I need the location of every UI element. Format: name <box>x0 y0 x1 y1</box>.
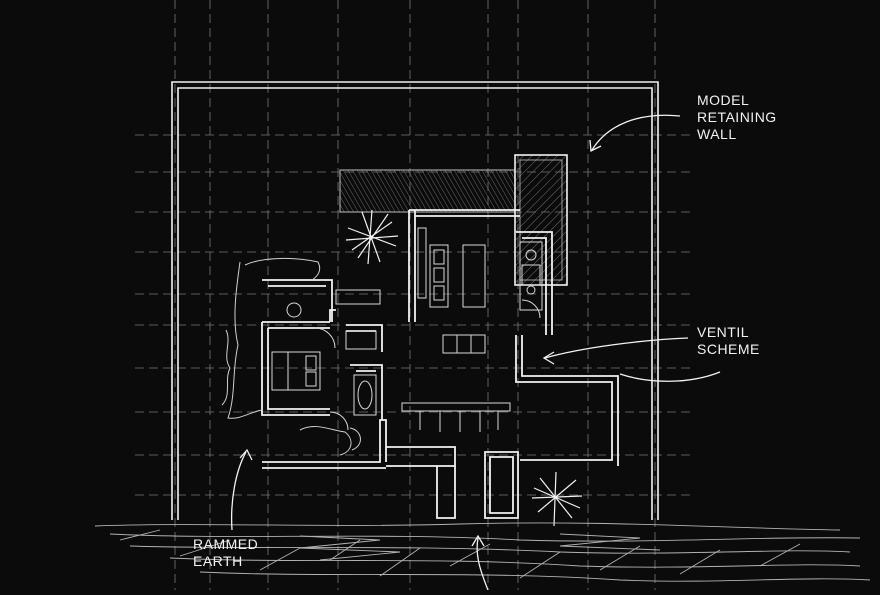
ground-scribble <box>94 522 871 582</box>
label-line: RETAINING <box>697 109 777 125</box>
label-line: EARTH <box>193 553 243 569</box>
tree-symbol <box>345 209 399 265</box>
bed-symbol <box>271 351 321 391</box>
label-line: MODEL <box>697 92 750 108</box>
label-line: VENTIL <box>697 324 750 340</box>
annotation-arrow <box>230 448 253 531</box>
rock-outline <box>221 257 361 456</box>
tree-symbol <box>531 471 583 527</box>
construction-grid <box>135 0 690 590</box>
annotation-arrow <box>589 114 681 153</box>
label-line: WALL <box>697 126 737 142</box>
annotation-arrow <box>542 337 721 382</box>
terrace-hatch <box>339 169 516 213</box>
main-walls <box>261 209 619 519</box>
label-model-retaining-wall: MODEL RETAINING WALL <box>697 92 777 143</box>
label-line: RAMMED <box>193 536 259 552</box>
label-line: SCHEME <box>697 341 760 357</box>
label-rammed-earth: RAMMED EARTH <box>193 536 258 570</box>
label-ventil-scheme: VENTIL SCHEME <box>697 324 760 358</box>
retaining-wall-frame <box>171 81 659 520</box>
dining-table-symbol <box>401 402 511 432</box>
sofa-symbol <box>429 244 449 308</box>
annotation-arrow <box>471 534 489 591</box>
interior-details <box>271 227 543 432</box>
retaining-block <box>514 154 568 286</box>
